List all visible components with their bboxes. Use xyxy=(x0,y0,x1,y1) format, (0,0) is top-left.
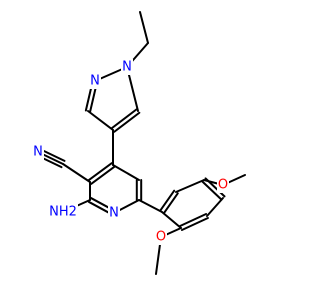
bond-pz4-pz5-0 xyxy=(110,108,138,130)
bond-pz4-pz5-1 xyxy=(113,111,141,133)
bond-pyC4-pyC3-1 xyxy=(87,162,113,182)
bond-ar4-ar5-0 xyxy=(206,197,224,217)
atom-labels: N N N NH2 N O O xyxy=(32,59,229,245)
atom-label-n_pyridine: N xyxy=(109,206,119,221)
atom-label-n_pyrazole_top: N xyxy=(122,60,132,75)
atom-label-n_pyrazole_ethyl: N xyxy=(90,74,100,89)
atom-bg-n_nitrile xyxy=(32,144,44,160)
bond-pyC5-pyC4-0 xyxy=(112,164,140,181)
atom-bg-o_methoxy_bottom xyxy=(155,229,167,245)
bond-ar6-ar1-0 xyxy=(161,211,182,229)
bond-ar1-ar2-0 xyxy=(159,189,176,212)
atom-bg-n_pyrazole_top xyxy=(121,59,133,75)
bond-pyC6-ar1-0 xyxy=(138,199,163,213)
atom-bg-o_methoxy_top xyxy=(217,177,229,193)
atom-label-nh2: NH2 xyxy=(49,205,77,220)
bond-ar3-ar4-1 xyxy=(201,180,223,201)
bond-pyC4-pyC3-0 xyxy=(90,165,116,185)
bond-et2-et1-0 xyxy=(139,11,149,44)
atom-label-o_methoxy_top: O xyxy=(218,178,228,193)
atom-label-n_nitrile: N xyxy=(33,145,43,160)
bond-ar5-ar6-1 xyxy=(179,213,208,228)
molecule-structure: N N N NH2 N O O xyxy=(32,11,246,275)
bond-ar1-ar2-1 xyxy=(162,192,179,215)
atom-label-o_methoxy_bottom: O xyxy=(156,230,166,245)
atom-bg-n_pyridine xyxy=(108,205,120,221)
bond-pyC3-cn-0 xyxy=(62,163,91,183)
bond-lines xyxy=(35,11,246,275)
atom-bg-nh2 xyxy=(48,204,78,220)
bond-pz3-pz4-0 xyxy=(87,110,114,131)
bond-ar2-ar3-0 xyxy=(175,179,205,193)
bond-ar5-ar6-0 xyxy=(180,216,209,231)
atom-bg-n_pyrazole_ethyl xyxy=(89,73,101,89)
